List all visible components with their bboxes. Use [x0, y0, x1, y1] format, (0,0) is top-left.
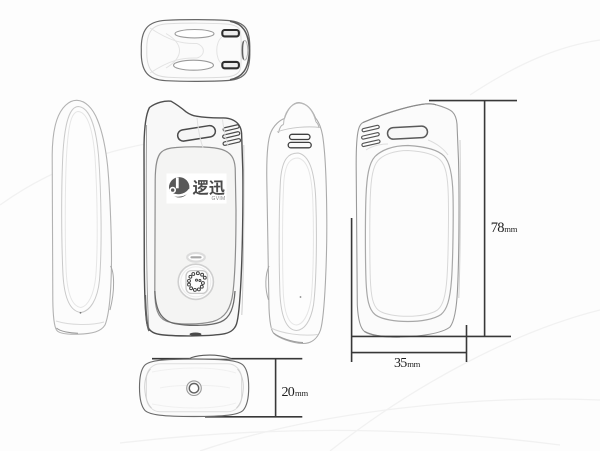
svg-text:20: 20: [282, 385, 295, 400]
svg-text:mm: mm: [407, 359, 420, 369]
svg-text:mm: mm: [504, 224, 517, 234]
svg-text:35: 35: [394, 356, 407, 371]
svg-text:mm: mm: [295, 388, 308, 398]
svg-text:78: 78: [491, 220, 504, 236]
svg-text:GVIM: GVIM: [212, 196, 226, 202]
